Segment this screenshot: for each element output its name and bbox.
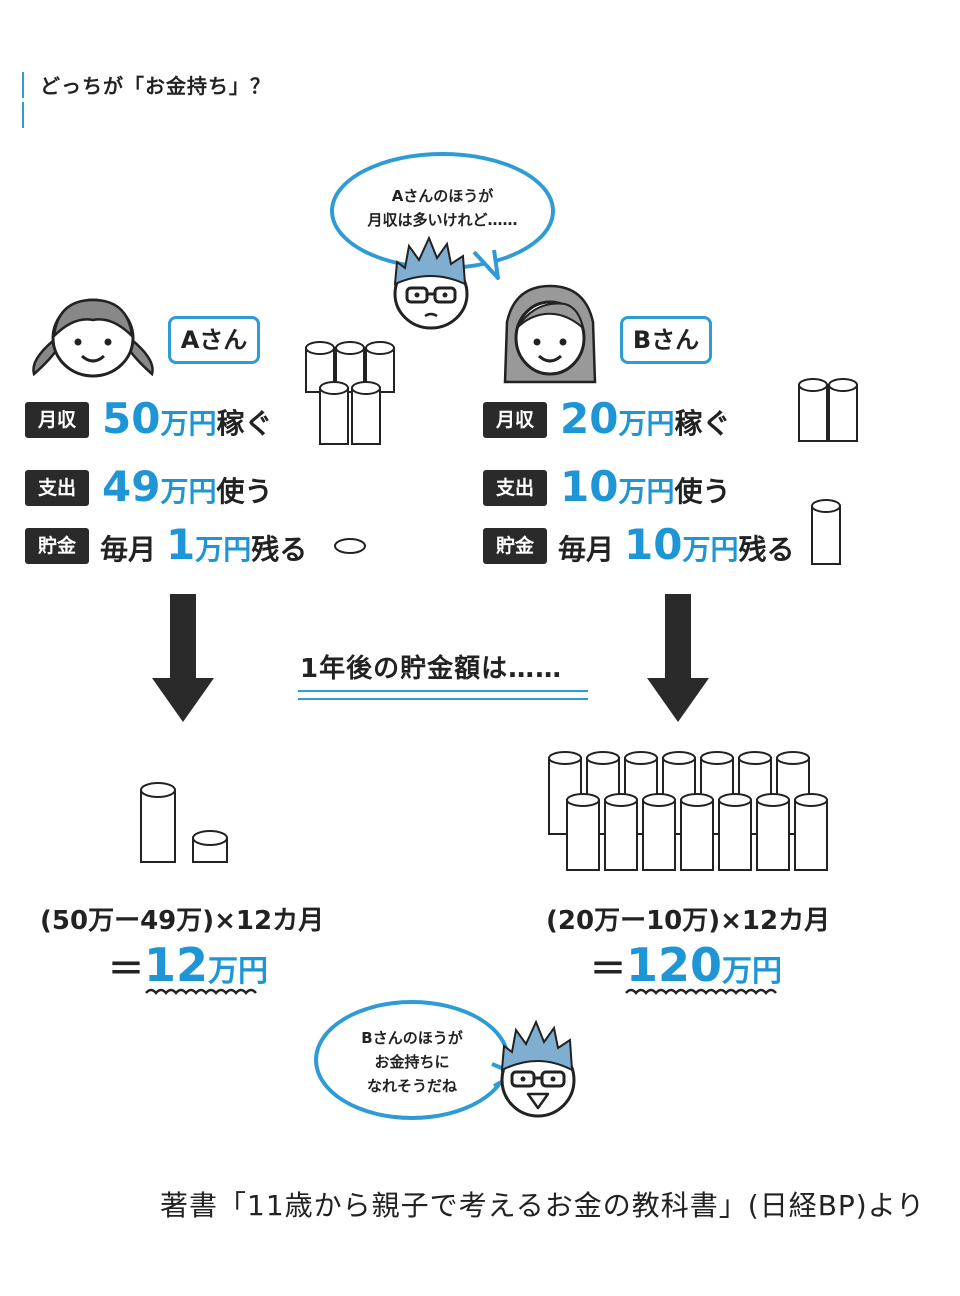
result-number: 120 — [626, 938, 723, 992]
subheading-underline — [298, 690, 588, 700]
speech-bubble-top-text: Aさんのほうが 月収は多いけれど…… — [367, 187, 518, 229]
source-caption: 著書「11歳から親子で考えるお金の教科書」(日経BP)より — [160, 1189, 926, 1222]
result-unit: 万円 — [722, 954, 783, 989]
row-suffix: 残る — [738, 533, 795, 566]
down-arrow-icon — [647, 594, 709, 722]
coin-stack — [566, 793, 600, 871]
row-prefix: 毎月 — [558, 533, 615, 566]
result-eq: ＝ — [590, 949, 627, 990]
row-unit: 万円 — [160, 475, 217, 508]
coin-stack — [756, 793, 790, 871]
row-label-b-1: 月収 — [483, 402, 547, 438]
coin-stack-icon — [305, 341, 395, 445]
coin-stack-icon — [798, 378, 858, 442]
row-value-b-3: 毎月 10万円残る — [558, 520, 795, 569]
row-label-a-3: 貯金 — [25, 528, 89, 564]
row-unit: 万円 — [618, 475, 675, 508]
row-label-a-1: 月収 — [25, 402, 89, 438]
row-number: 50 — [102, 394, 161, 443]
formula-a: (50万ー49万)×12カ月 — [40, 906, 325, 936]
row-value-b-2: 10万円使う — [560, 462, 730, 511]
coin-stack — [604, 793, 638, 871]
row-suffix: 稼ぐ — [674, 407, 731, 440]
row-label-b-3: 貯金 — [483, 528, 547, 564]
row-number: 10 — [624, 520, 683, 569]
row-suffix: 使う — [674, 475, 731, 508]
row-suffix: 稼ぐ — [216, 407, 273, 440]
row-number: 10 — [560, 462, 619, 511]
wavy-underline-icon — [625, 988, 777, 995]
row-prefix: 毎月 — [100, 533, 157, 566]
row-number: 49 — [102, 462, 161, 511]
row-number: 20 — [560, 394, 619, 443]
row-value-a-1: 50万円稼ぐ — [102, 394, 272, 443]
wavy-underline-icon — [145, 988, 257, 995]
coin-pile-icon — [548, 751, 828, 871]
speech-bubble-bottom-text: Bさんのほうが お金持ちに なれそうだね — [361, 1029, 463, 1095]
result-unit: 万円 — [208, 954, 269, 989]
row-label-a-2: 支出 — [25, 470, 89, 506]
down-arrow-icon — [152, 594, 214, 722]
subheading: 1年後の貯金額は…… — [300, 654, 563, 684]
name-tag-b: Bさん — [620, 316, 712, 364]
coin-stack — [680, 793, 714, 871]
row-suffix: 使う — [216, 475, 273, 508]
coin-stack-icon — [811, 499, 841, 565]
formula-b: (20万ー10万)×12カ月 — [546, 906, 831, 936]
coin-stack — [642, 793, 676, 871]
row-value-a-3: 毎月 1万円残る — [100, 520, 307, 569]
row-label-b-2: 支出 — [483, 470, 547, 506]
row-value-b-1: 20万円稼ぐ — [560, 394, 730, 443]
speech-bubble-bottom: Bさんのほうが お金持ちに なれそうだね — [314, 1000, 510, 1120]
row-value-a-2: 49万円使う — [102, 462, 272, 511]
result-b: ＝120万円 — [590, 938, 782, 992]
name-tag-a: Aさん — [168, 316, 260, 364]
row-unit: 万円 — [682, 533, 739, 566]
row-suffix: 残る — [251, 533, 308, 566]
coin-icon — [334, 538, 366, 554]
row-unit: 万円 — [160, 407, 217, 440]
coin-stack — [794, 793, 828, 871]
result-number: 12 — [144, 938, 209, 992]
row-unit: 万円 — [195, 533, 252, 566]
coin-stack — [718, 793, 752, 871]
result-eq: ＝ — [108, 949, 145, 990]
coin-stack-icon — [140, 782, 228, 863]
row-unit: 万円 — [618, 407, 675, 440]
boy-face-icon — [393, 235, 469, 330]
woman-face-icon — [503, 284, 597, 384]
girl-face-icon — [32, 298, 154, 378]
title-accent-bar — [22, 72, 26, 128]
speech-bubble-top-tail — [472, 249, 500, 280]
boy-face-icon — [500, 1019, 576, 1118]
row-number: 1 — [166, 520, 196, 569]
result-a: ＝12万円 — [108, 938, 268, 992]
page-title: どっちが「お金持ち」？ — [40, 74, 271, 98]
